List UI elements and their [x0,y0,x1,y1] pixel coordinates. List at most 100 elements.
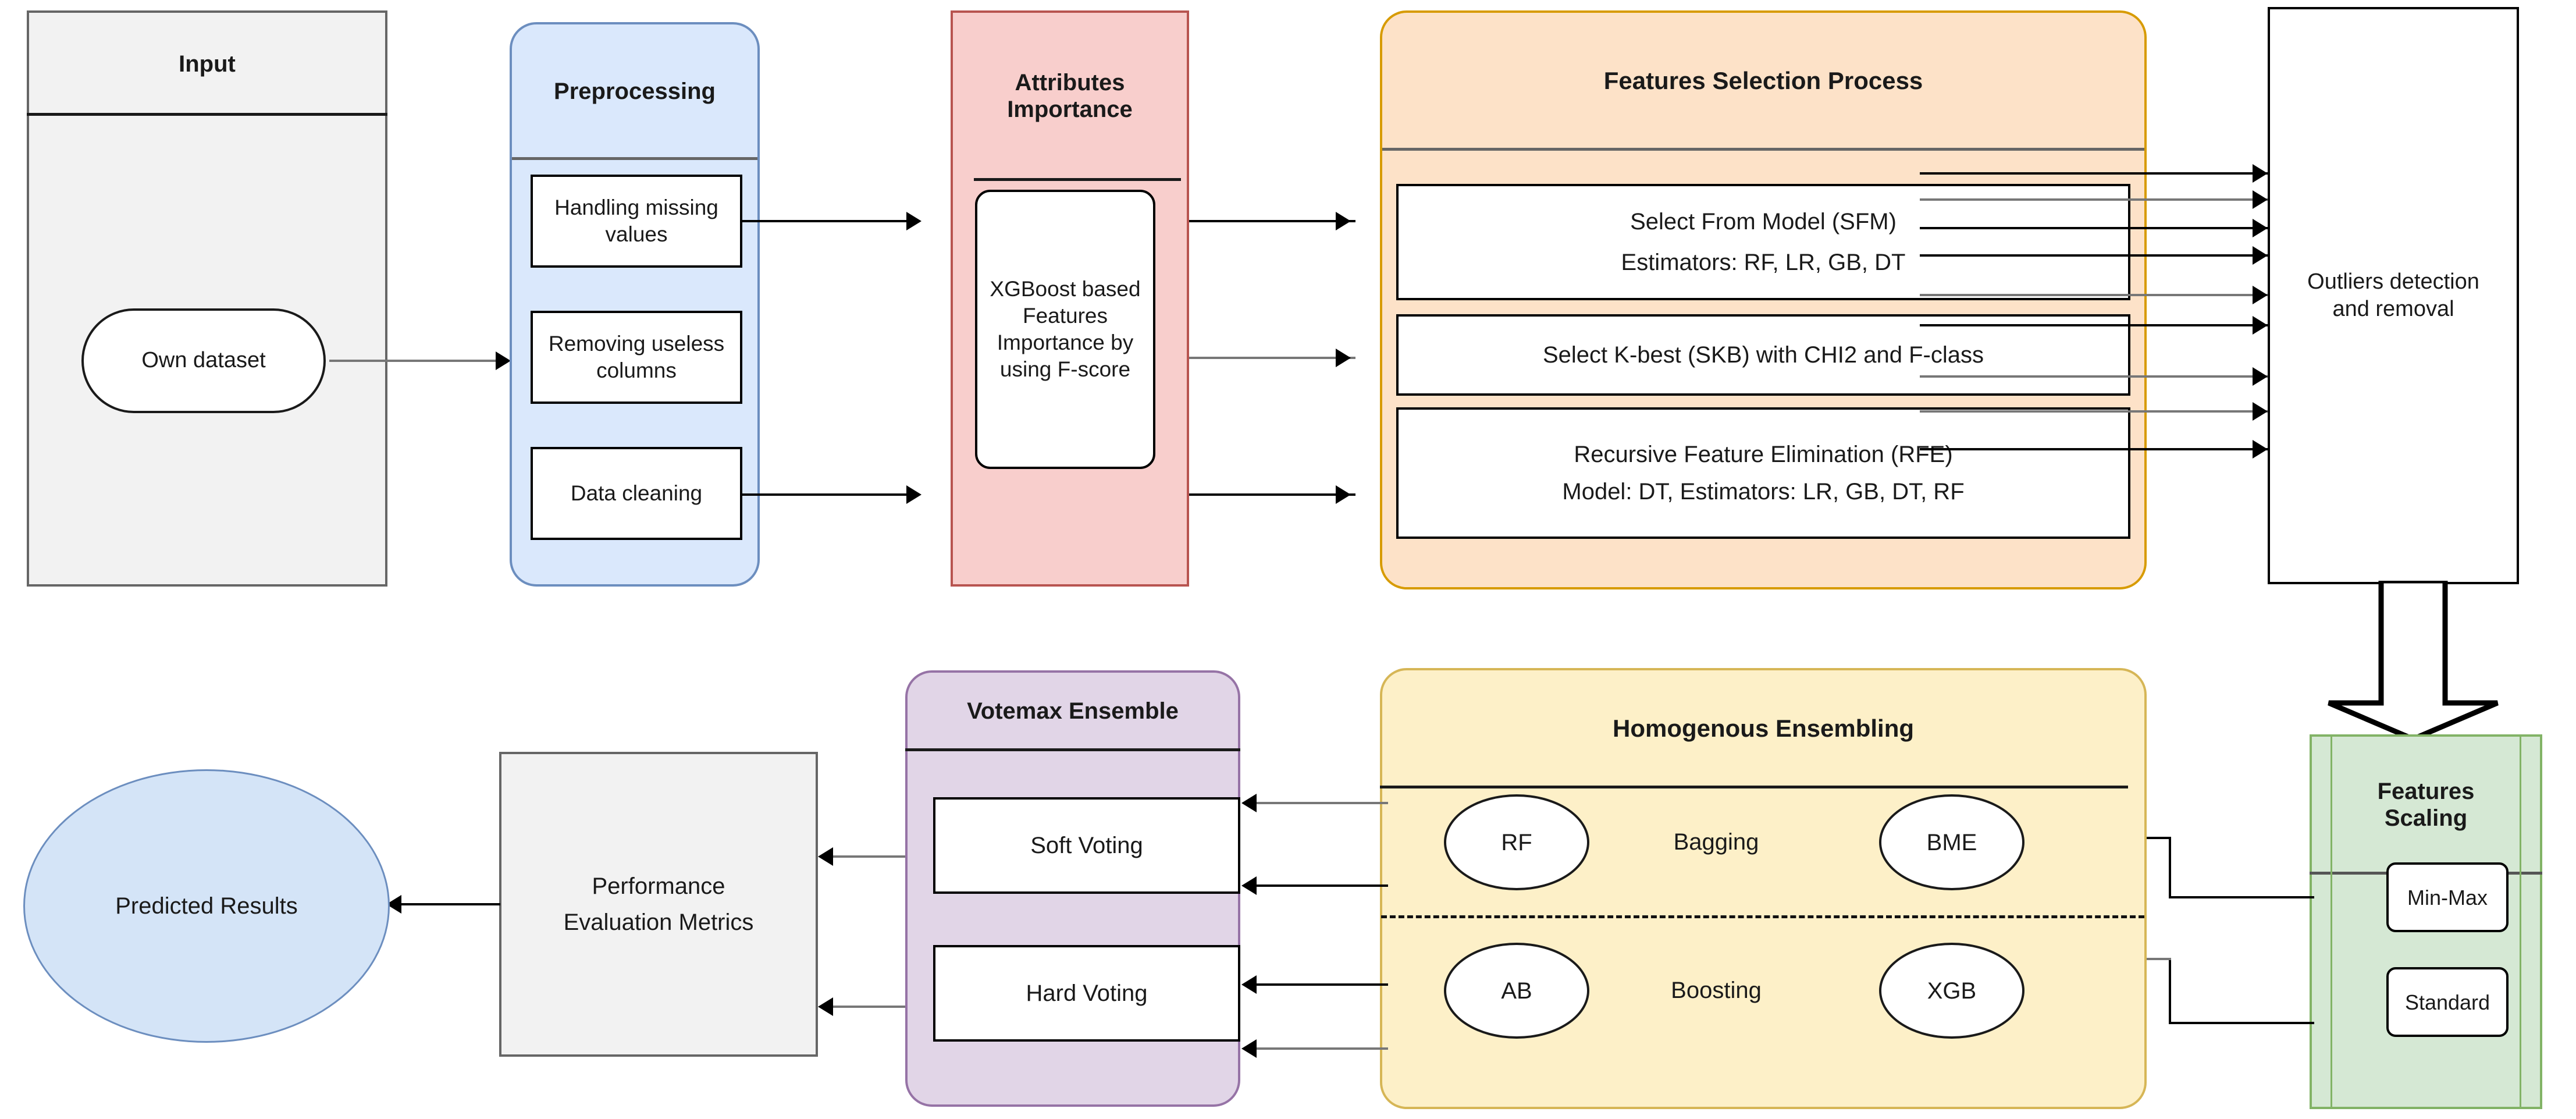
preprocessing-step-data-cleaning[interactable]: Data cleaning [531,447,742,540]
arrowhead-fs-to-outliers-4 [2253,246,2268,265]
connector-attributes-to-skb [1189,357,1355,359]
connector-votemax-hard-to-metrics [833,1006,905,1008]
features-selection-method-skb[interactable]: Select K-best (SKB) with CHI2 and F-clas… [1396,314,2130,396]
arrowhead-votemax-hard-to-metrics [818,997,833,1016]
connector-fs-to-outliers-5 [1920,294,2269,296]
features-selection-method-rfe[interactable]: Recursive Feature Elimination (RFE) Mode… [1396,407,2130,539]
performance-line1: Performance [592,873,725,899]
features-scaling-title-line1: Features [2377,779,2475,804]
connector-fs-to-outliers-1 [1920,172,2269,175]
arrowhead-fs-to-outliers-2 [2253,190,2268,209]
bagging-label: Bagging [1673,829,1759,855]
connector-fs-to-outliers-4 [1920,254,2269,257]
features-selection-title: Features Selection Process [1603,66,1923,94]
sfm-line1: Select From Model (SFM) [1630,209,1897,235]
arrowhead-he-to-softvoting-2 [1241,876,1257,895]
arrowhead-fs-to-outliers-1 [2253,164,2268,183]
arrowhead-input-to-preprocessing [496,351,511,370]
connector-fs-to-outliers-7 [1920,375,2269,378]
voting-hard[interactable]: Hard Voting [933,945,1240,1042]
ensemble-model-xgb[interactable]: XGB [1879,943,2024,1039]
skb-line1: Select K-best (SKB) with CHI2 and F-clas… [1542,342,1984,368]
preprocessing-step-removing-useless-columns[interactable]: Removing useless columns [531,311,742,404]
attributes-importance-divider [974,178,1181,181]
input-divider [27,113,387,116]
connector-scaling-to-boosting-v [2169,958,2171,1024]
scaler-standard[interactable]: Standard [2386,967,2509,1037]
connector-fs-to-outliers-3 [1920,227,2269,229]
input-title: Input [179,51,236,77]
connector-scaling-to-boosting-h1 [2169,1022,2314,1024]
votemax-ensemble-divider [905,748,1240,751]
arrowhead-fs-to-outliers-9 [2253,440,2268,459]
predicted-results-node[interactable]: Predicted Results [23,769,390,1043]
features-scaling-title: Features Scaling [2312,737,2540,873]
connector-he-to-softvoting-1 [1257,802,1388,804]
ensemble-model-rf[interactable]: RF [1444,794,1589,890]
connector-metrics-to-predicted [401,903,500,905]
connector-preproc3-to-attributes [742,493,909,496]
arrowhead-fs-to-outliers-8 [2253,402,2268,421]
connector-input-to-preprocessing [329,360,498,362]
arrowhead-fs-to-outliers-3 [2253,219,2268,237]
panel-input: Input [27,10,387,587]
features-scaling-title-line2: Scaling [2384,805,2468,831]
connector-scaling-to-boosting-h2 [2129,958,2171,960]
arrowhead-attributes-to-skb [1336,349,1351,367]
arrowhead-preproc1-to-attributes [906,212,921,230]
connector-preproc1-to-attributes [742,220,909,222]
arrowhead-fs-to-outliers-6 [2253,316,2268,335]
sfm-line2: Estimators: RF, LR, GB, DT [1621,250,1906,275]
connector-fs-to-outliers-8 [1920,410,2269,413]
attributes-importance-title: Attributes Importance [953,13,1187,179]
connector-he-to-hardvoting-2 [1257,1047,1388,1050]
connector-fs-to-outliers-2 [1920,198,2269,201]
votemax-ensemble-title: Votemax Ensemble [967,698,1179,724]
rfe-line2: Model: DT, Estimators: LR, GB, DT, RF [1562,479,1965,505]
connector-he-to-softvoting-2 [1257,884,1388,887]
block-arrow-outliers-to-scaling [2328,581,2499,742]
features-selection-divider [1382,148,2144,151]
features-scaling-inner-rail-right [2520,737,2521,1107]
performance-line2: Evaluation Metrics [563,910,754,935]
connector-attributes-to-sfm [1189,220,1355,222]
homogenous-ensembling-divider [1380,786,2128,788]
connector-votemax-soft-to-metrics [833,855,905,858]
connector-fs-to-outliers-9 [1920,448,2269,450]
arrowhead-preproc3-to-attributes [906,485,921,504]
connector-scaling-to-bagging-v [2169,837,2171,898]
arrowhead-fs-to-outliers-7 [2253,367,2268,386]
bagging-boosting-separator [1381,915,2144,918]
attributes-importance-title-line1: Attributes [1015,70,1125,95]
connector-fs-to-outliers-6 [1920,324,2269,326]
preprocessing-step-handling-missing-values[interactable]: Handling missing values [531,175,742,268]
attributes-importance-title-line2: Importance [1007,97,1133,122]
scaler-min-max[interactable]: Min-Max [2386,862,2509,932]
features-scaling-inner-rail-left [2331,737,2332,1107]
xgboost-feature-importance-node[interactable]: XGBoost based Features Importance by usi… [975,190,1155,469]
connector-he-to-hardvoting-1 [1257,983,1388,986]
voting-soft[interactable]: Soft Voting [933,797,1240,894]
connector-scaling-to-bagging-h2 [2129,837,2171,839]
arrowhead-he-to-softvoting-1 [1241,794,1257,812]
panel-homogenous-ensembling: Homogenous Ensembling [1380,668,2147,1109]
performance-evaluation-metrics-box[interactable]: Performance Evaluation Metrics [499,752,818,1057]
ensemble-model-bme[interactable]: BME [1879,794,2024,890]
boosting-label: Boosting [1671,978,1762,1003]
ensemble-model-ab[interactable]: AB [1444,943,1589,1039]
homogenous-ensembling-title: Homogenous Ensembling [1612,714,1915,742]
arrowhead-votemax-soft-to-metrics [818,847,833,866]
arrowhead-attributes-to-sfm [1336,212,1351,230]
own-dataset-node[interactable]: Own dataset [81,308,326,413]
connector-attributes-to-rfe [1189,493,1355,496]
preprocessing-title: Preprocessing [554,79,716,104]
arrowhead-he-to-hardvoting-2 [1241,1039,1257,1058]
connector-scaling-to-bagging-h1 [2169,896,2314,898]
features-selection-method-sfm[interactable]: Select From Model (SFM) Estimators: RF, … [1396,184,2130,300]
preprocessing-divider [512,157,757,160]
arrowhead-fs-to-outliers-5 [2253,286,2268,304]
arrowhead-attributes-to-rfe [1336,485,1351,504]
rfe-line1: Recursive Feature Elimination (RFE) [1574,442,1953,467]
outliers-detection-box[interactable]: Outliers detection and removal [2268,7,2519,584]
